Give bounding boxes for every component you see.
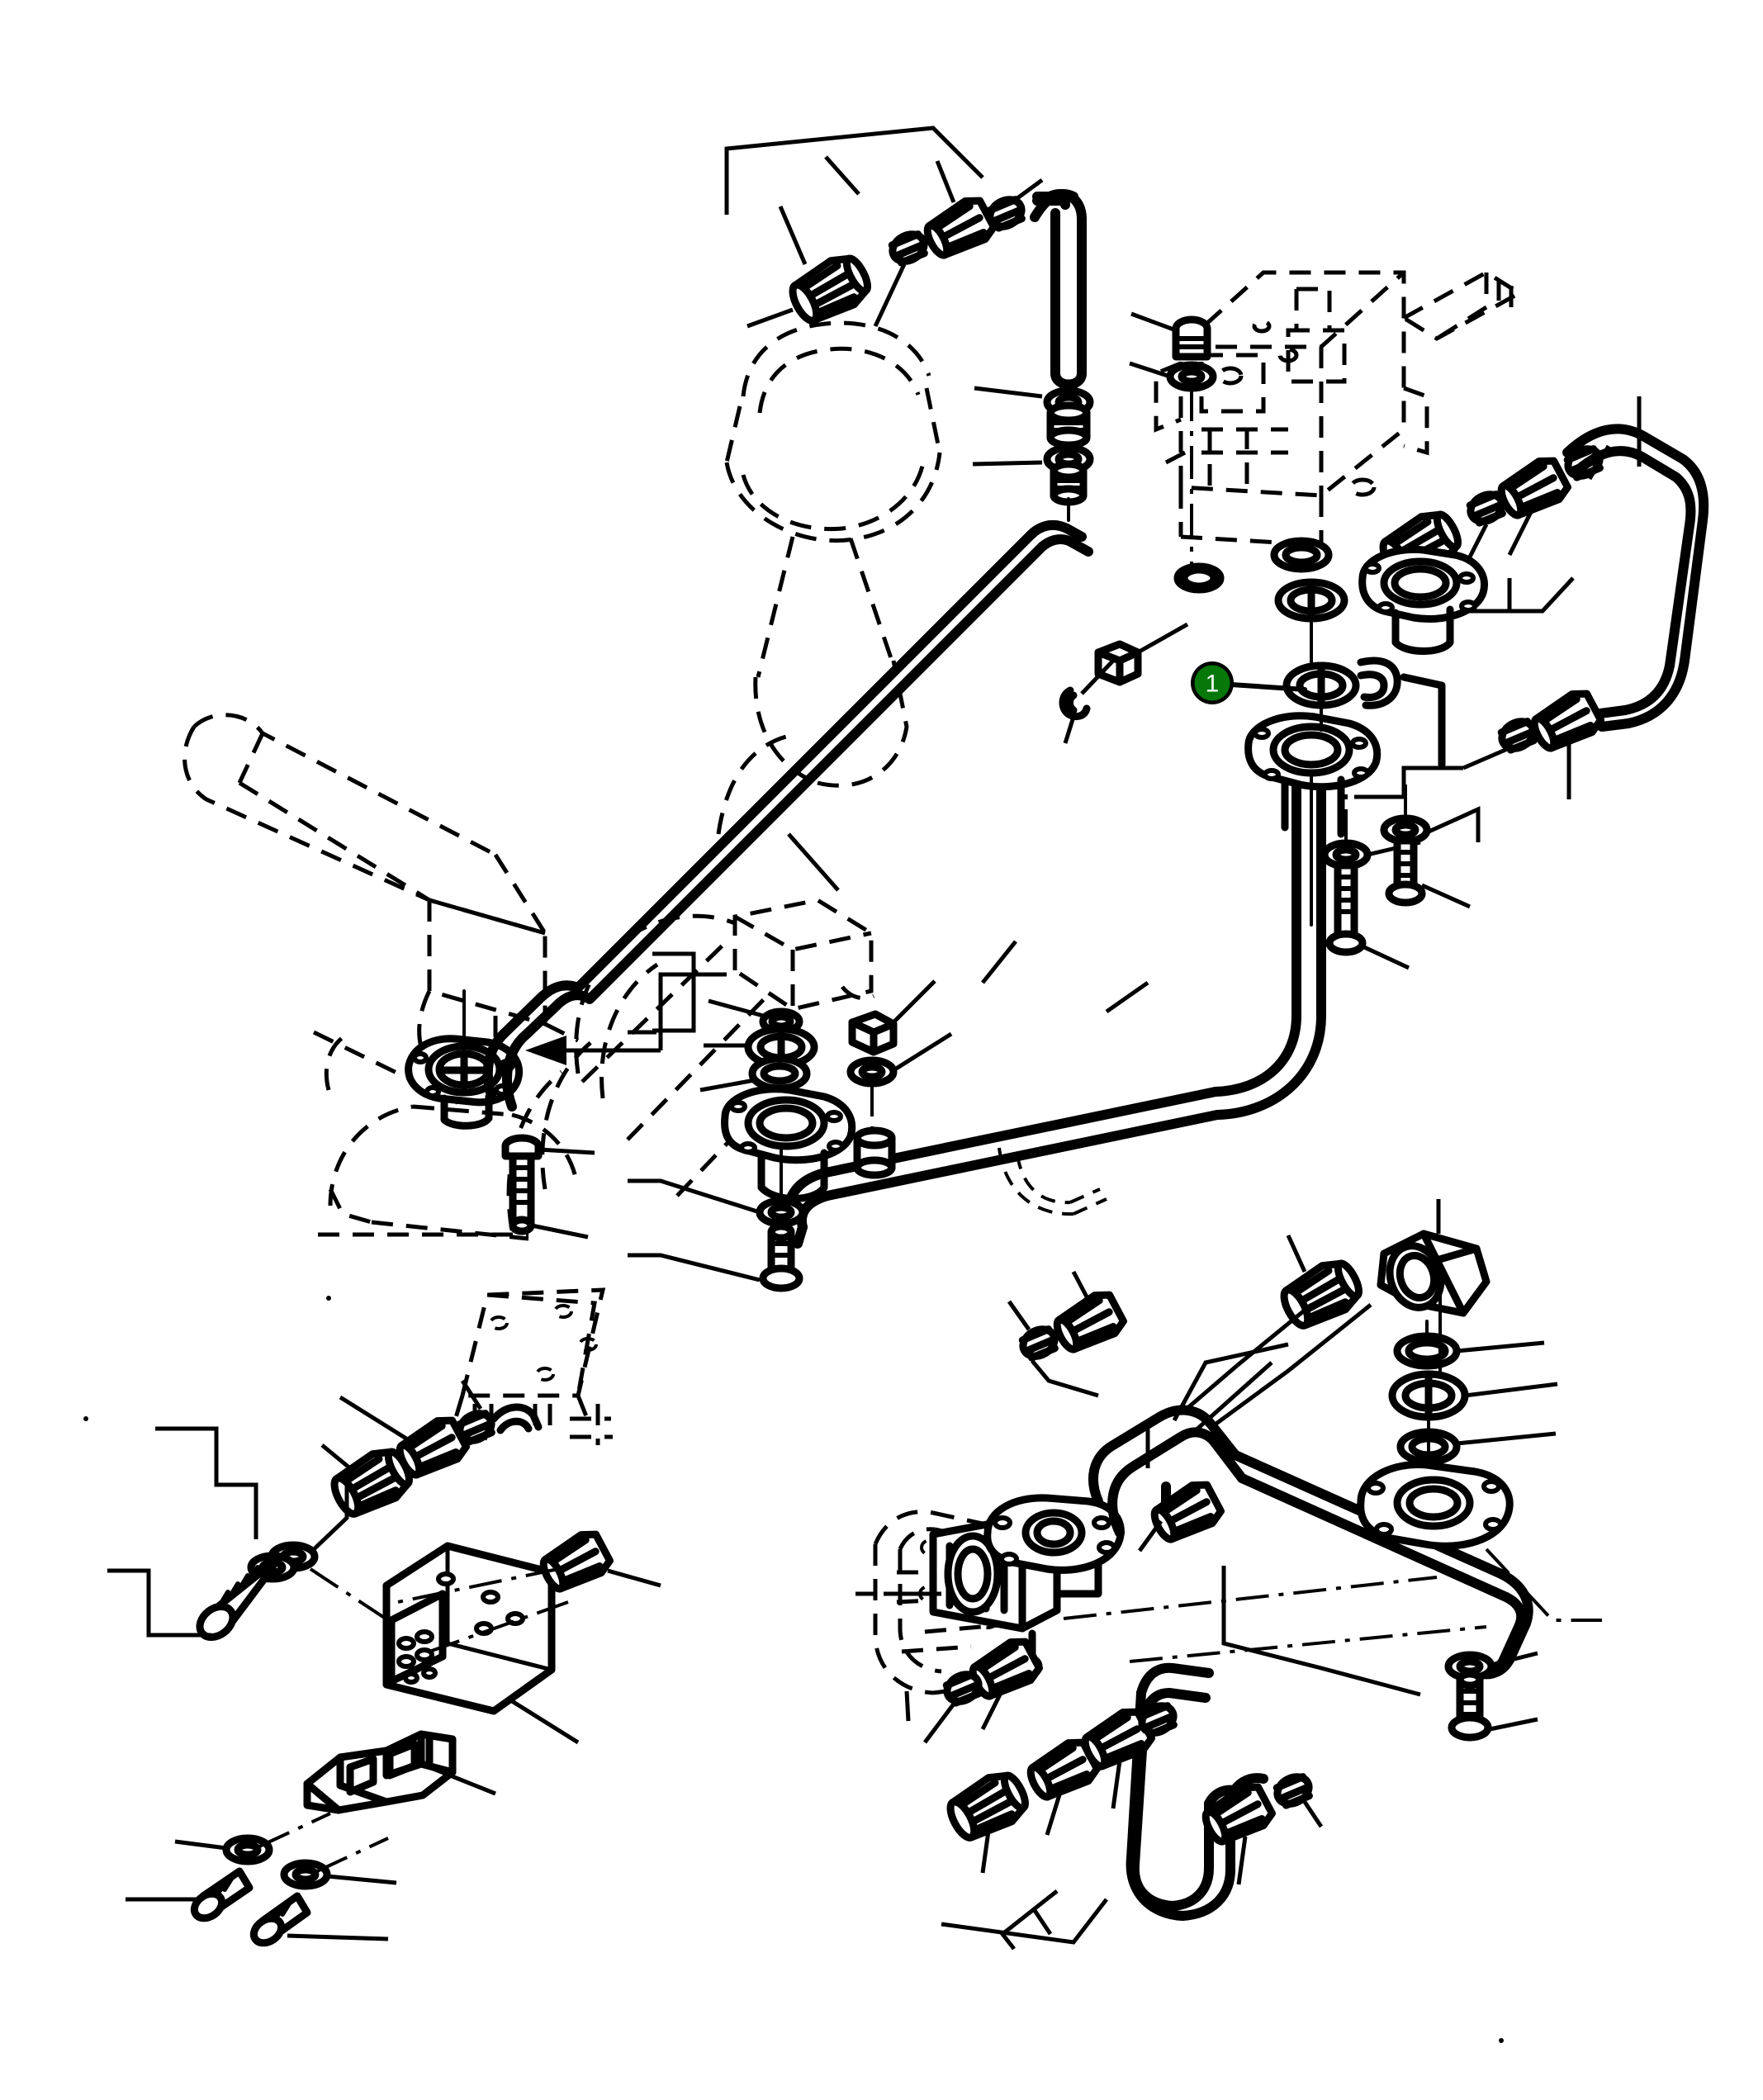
main-upper-assembly <box>182 126 1709 1249</box>
long-bolt-left <box>107 1426 390 1642</box>
oring-center-2 <box>748 1055 811 1093</box>
boss-center <box>853 1126 896 1179</box>
oring-stack-center <box>699 998 856 1249</box>
bolt-far-right <box>1448 1653 1538 1742</box>
pump-housing-phantom <box>506 320 942 1231</box>
branch-fitting <box>1137 1479 1224 1552</box>
fitting-group-right-lower <box>1354 688 1604 799</box>
split-flange-center <box>721 1085 856 1202</box>
split-flange-lower <box>1244 712 1381 838</box>
center-lower-flange-group <box>628 898 953 1292</box>
fitting-group-top-left <box>746 160 1044 329</box>
split-flange-lower-left <box>983 1494 1125 1574</box>
leader-bracket-center <box>628 951 696 1035</box>
callout-leader-line <box>1229 682 1307 692</box>
union-nut-hex <box>1377 1199 1490 1317</box>
mounting-bracket <box>303 1730 496 1814</box>
hydraulic-tube-right <box>1453 396 1709 732</box>
long-bolt-2 <box>1385 837 1426 907</box>
split-flange-upper <box>1358 545 1488 655</box>
flange-link-bracket <box>1357 657 1446 769</box>
elbow-fitting-left <box>490 1403 543 1434</box>
scan-speck-3 <box>83 1416 88 1421</box>
hex-nut-small <box>1094 640 1142 686</box>
callout-number: 1 <box>1206 671 1220 698</box>
hex-bolt-center <box>848 1010 898 1056</box>
lower-right-tube <box>855 1199 1602 1951</box>
adapter-fitting <box>1050 460 1088 506</box>
grommet-stack <box>972 386 1091 522</box>
hex-bolt <box>1172 315 1211 361</box>
hex-bolt-b2 <box>249 1892 311 1947</box>
back-up-ring <box>1393 1332 1461 1370</box>
hex-bolt-b1 <box>190 1867 254 1922</box>
plug-fitting-manifold <box>389 1529 661 1653</box>
fitting-chain-return-left <box>943 1700 1178 1874</box>
long-bolt-1 <box>1325 861 1367 956</box>
flange-oring-stack-main <box>1244 537 1488 927</box>
valve-bolt-upper-left <box>1129 311 1213 570</box>
construction-lines-lower-right <box>941 1566 1487 1945</box>
tube-stub-phantom <box>998 1147 1107 1216</box>
callout-marker-fill <box>1194 665 1230 701</box>
long-bolt-shank <box>196 1555 282 1642</box>
bolt-group-below-bracket <box>126 1812 397 1947</box>
o-ring-upper <box>1274 578 1348 623</box>
split-flange-lower-right <box>1357 1460 1514 1550</box>
assembly-direction-arrow <box>525 1036 661 1065</box>
scan-speck-2 <box>1499 2038 1504 2043</box>
fitting-pair-left-of-callout <box>1059 622 1189 744</box>
hex-bolt-below <box>759 1222 803 1292</box>
o-ring-seal <box>1282 661 1360 709</box>
control-valve-block-phantom <box>1154 270 1524 548</box>
fitting-chain-left <box>320 1379 543 1522</box>
valve-washer-lower <box>1178 566 1220 590</box>
manifold-block <box>382 1542 580 1745</box>
lower-left-manifold <box>107 1287 661 1947</box>
hex-bolt-far-right <box>1448 1670 1492 1742</box>
seal-ring-small <box>1059 686 1091 721</box>
bolt-center-below <box>628 1178 803 1292</box>
retaining-ring <box>1270 537 1333 573</box>
fitting-chain-return-right <box>1200 1771 1324 1885</box>
sleeve-fitting <box>1046 401 1091 449</box>
bolt-left-flange <box>505 1138 595 1240</box>
bracket-phantom-center <box>732 898 875 1012</box>
sleeve-fitting-lower <box>1277 1234 1366 1334</box>
bolt-pair-right-flange <box>1325 781 1481 970</box>
leader-bracket-top <box>724 126 984 215</box>
hydraulic-tube-upper-bend <box>1030 188 1087 390</box>
scan-speck-1 <box>326 1296 331 1301</box>
fitting-group-lower-mid <box>1007 1270 1126 1398</box>
mounting-plate-phantom <box>449 1287 613 1445</box>
callout-1[interactable]: 1 <box>1191 661 1307 704</box>
hydraulic-tube-long <box>482 519 1326 1249</box>
oring-stack-lower-right <box>1357 1292 1602 1622</box>
bolt-center-right <box>848 979 953 1179</box>
fitting-chain-valve-lower <box>923 1636 1042 1744</box>
